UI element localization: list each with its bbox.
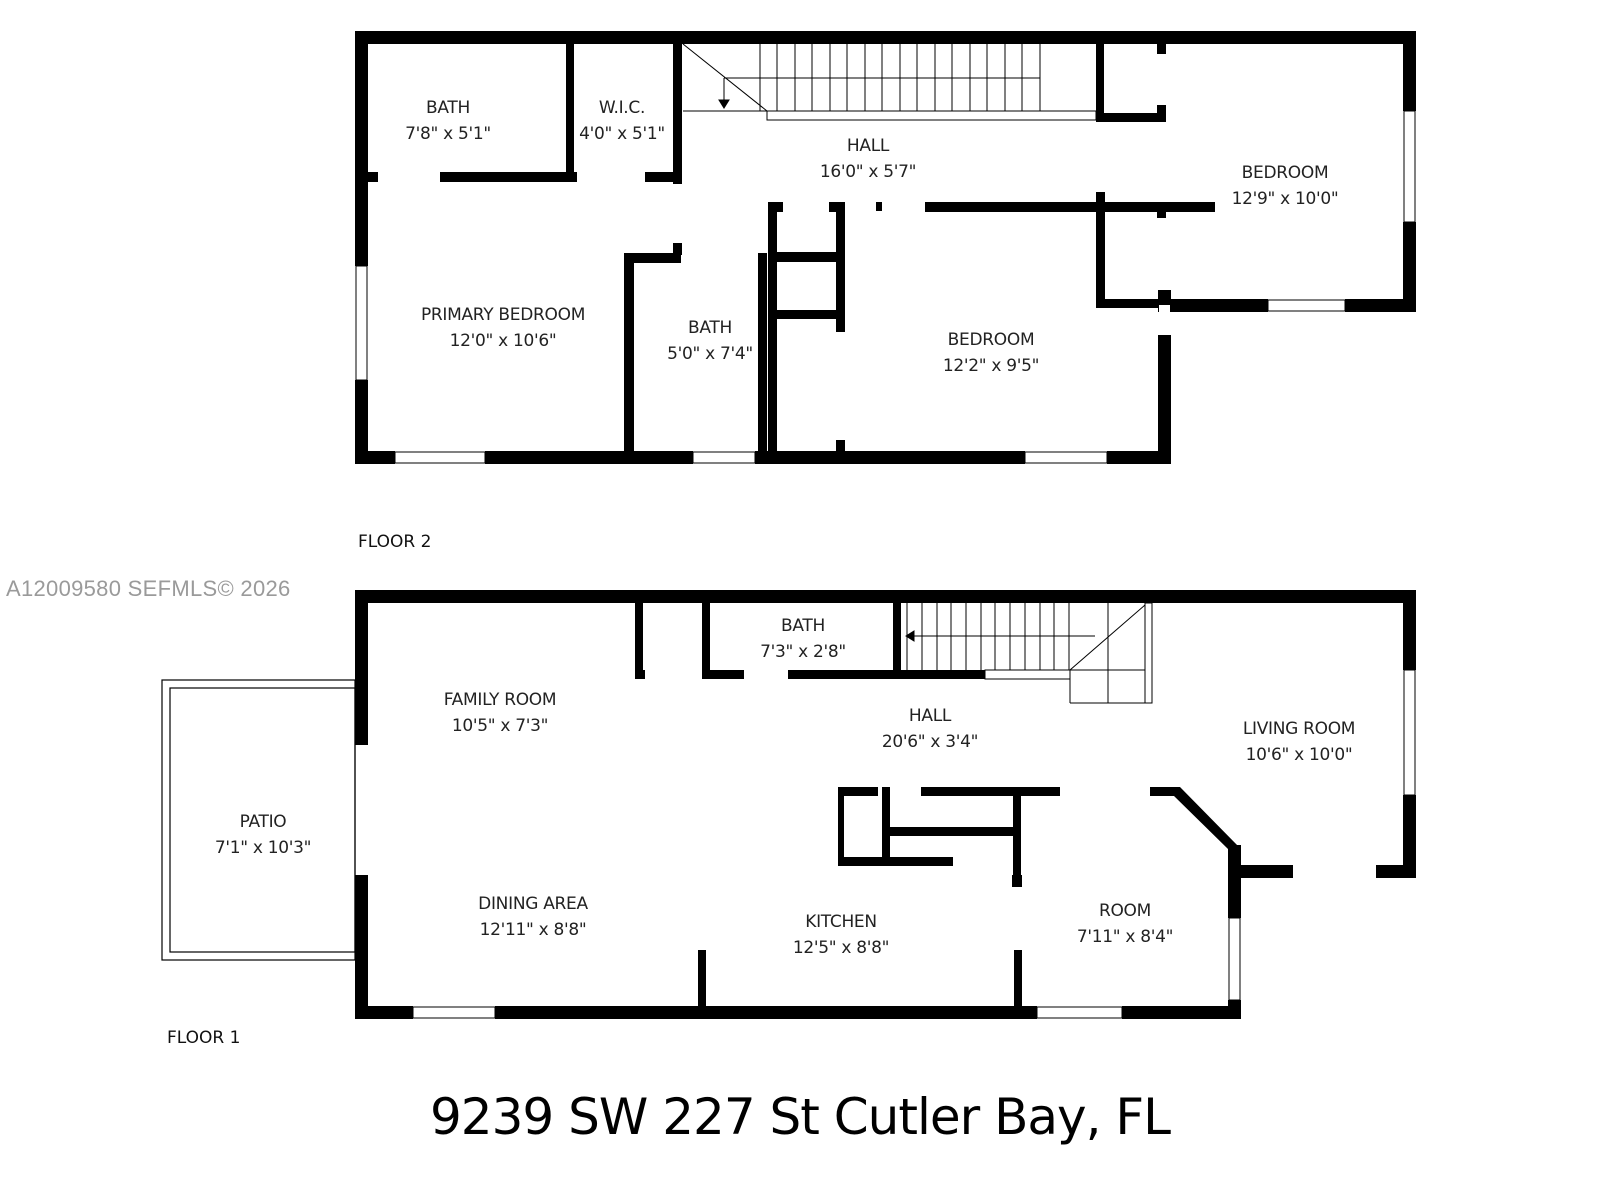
room-dimensions: 16'0" x 5'7" xyxy=(819,162,917,182)
floor1-label: FLOOR 1 xyxy=(167,1028,241,1048)
floor1-walls xyxy=(355,590,1416,1019)
room-bath-floor2-a: BATH 7'8" x 5'1" xyxy=(405,95,491,147)
room-dimensions: 7'8" x 5'1" xyxy=(405,124,491,144)
floor2-walls xyxy=(355,31,1416,464)
floor1-windows xyxy=(412,669,1416,1019)
room-patio: PATIO 7'1" x 10'3" xyxy=(214,809,312,861)
room-bath-floor1: BATH 7'3" x 2'8" xyxy=(760,613,846,665)
room-hall-floor2: HALL 16'0" x 5'7" xyxy=(819,133,917,185)
room-dimensions: 10'6" x 10'0" xyxy=(1245,745,1353,765)
property-address: 9239 SW 227 St Cutler Bay, FL xyxy=(429,1088,1171,1146)
room-dimensions: 12'5" x 8'8" xyxy=(792,938,890,958)
room-hall-floor1: HALL 20'6" x 3'4" xyxy=(881,703,979,755)
room-name: BATH xyxy=(426,98,470,118)
room-dimensions: 7'3" x 2'8" xyxy=(760,642,846,662)
room-name: BEDROOM xyxy=(1241,163,1329,183)
room-name: BATH xyxy=(688,318,732,338)
room-room: ROOM 7'11" x 8'4" xyxy=(1076,898,1174,950)
room-primary-bedroom: PRIMARY BEDROOM 12'0" x 10'6" xyxy=(421,302,585,354)
room-wic: W.I.C. 4'0" x 5'1" xyxy=(579,95,665,147)
room-kitchen: KITCHEN 12'5" x 8'8" xyxy=(792,909,890,961)
room-name: HALL xyxy=(908,706,952,726)
room-family-room: FAMILY ROOM 10'5" x 7'3" xyxy=(443,687,557,739)
room-name: HALL xyxy=(846,136,890,156)
room-name: PRIMARY BEDROOM xyxy=(420,305,586,325)
room-bedroom-b: BEDROOM 12'2" x 9'5" xyxy=(942,327,1040,379)
room-dimensions: 20'6" x 3'4" xyxy=(881,732,979,752)
floor2-label: FLOOR 2 xyxy=(358,532,432,552)
room-dimensions: 10'5" x 7'3" xyxy=(451,716,549,736)
floor2-windows xyxy=(355,110,1416,464)
room-dimensions: 5'0" x 7'4" xyxy=(667,344,753,364)
room-dining-area: DINING AREA 12'11" x 8'8" xyxy=(478,891,588,943)
floor2-stairs xyxy=(682,43,1097,121)
room-dimensions: 7'11" x 8'4" xyxy=(1076,927,1174,947)
room-name: PATIO xyxy=(239,812,287,832)
room-name: LIVING ROOM xyxy=(1242,719,1356,739)
floor1-stairs xyxy=(905,602,1153,704)
room-name: BEDROOM xyxy=(947,330,1035,350)
room-name: W.I.C. xyxy=(598,98,646,118)
patio-outline xyxy=(161,679,356,961)
room-name: BATH xyxy=(781,616,825,636)
room-name: KITCHEN xyxy=(805,912,877,932)
room-name: ROOM xyxy=(1098,901,1152,921)
room-name: DINING AREA xyxy=(478,894,588,914)
room-dimensions: 7'1" x 10'3" xyxy=(214,838,312,858)
room-bath-floor2-b: BATH 5'0" x 7'4" xyxy=(667,315,753,367)
room-dimensions: 12'11" x 8'8" xyxy=(479,920,587,940)
room-name: FAMILY ROOM xyxy=(443,690,557,710)
room-dimensions: 12'0" x 10'6" xyxy=(449,331,557,351)
room-bedroom-a: BEDROOM 12'9" x 10'0" xyxy=(1232,160,1339,212)
mls-watermark: A12009580 SEFMLS© 2026 xyxy=(6,576,291,601)
room-dimensions: 12'9" x 10'0" xyxy=(1231,189,1339,209)
room-dimensions: 4'0" x 5'1" xyxy=(579,124,665,144)
room-living-room: LIVING ROOM 10'6" x 10'0" xyxy=(1242,716,1356,768)
room-dimensions: 12'2" x 9'5" xyxy=(942,356,1040,376)
